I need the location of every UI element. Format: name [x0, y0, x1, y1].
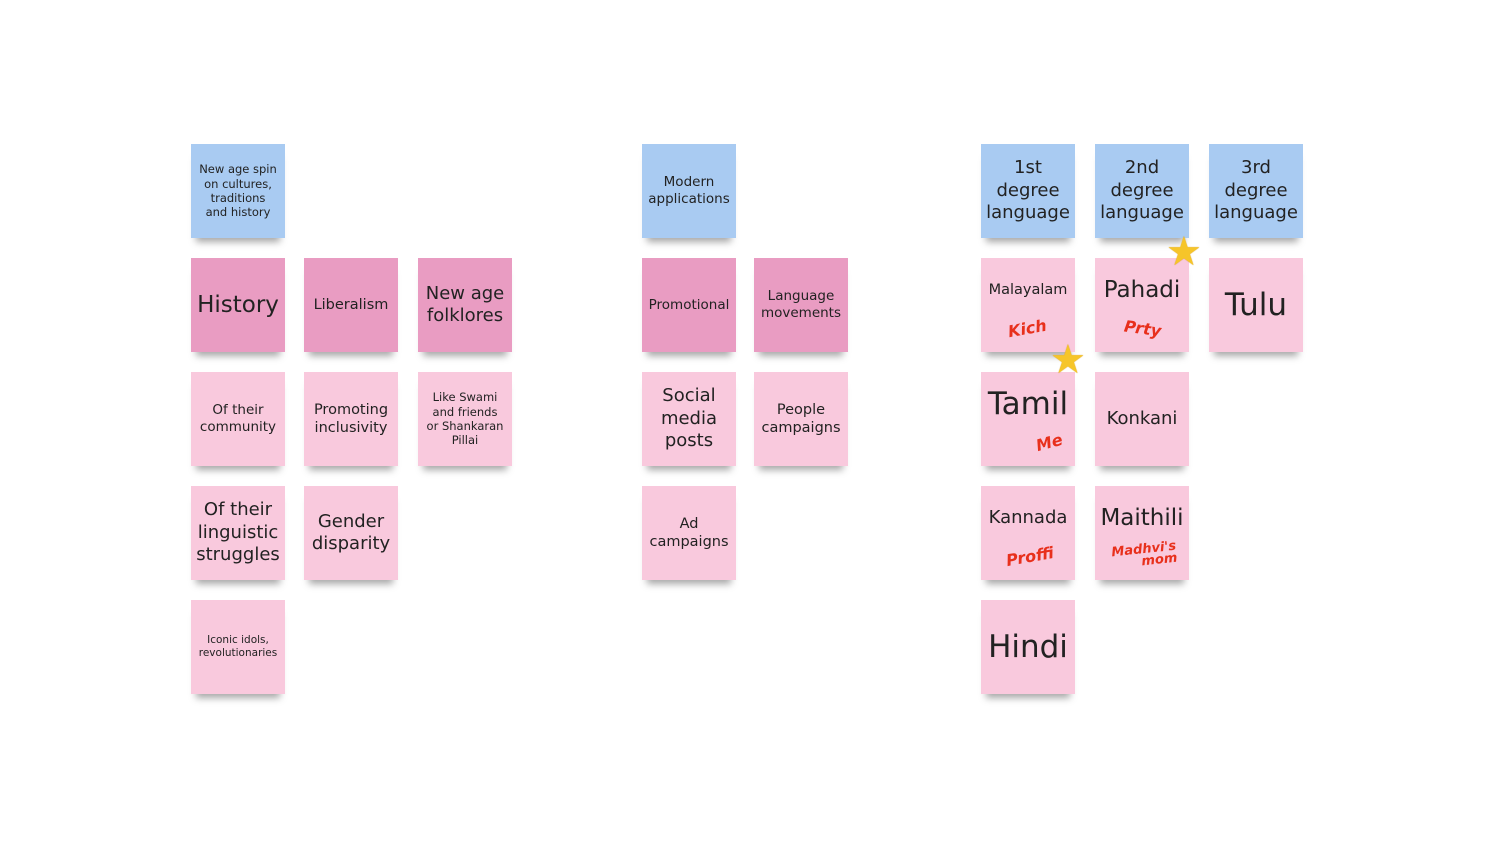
note-text: Liberalism	[313, 296, 389, 313]
note-text: People campaigns	[761, 401, 841, 436]
note-text: Tamil	[987, 385, 1069, 422]
note-text: Konkani	[1106, 407, 1178, 429]
note-text: Kannada	[988, 506, 1068, 528]
note-text: Maithili	[1100, 504, 1184, 531]
sticky-note-header[interactable]: Modern applications	[642, 144, 736, 238]
sticky-note[interactable]: Konkani	[1095, 372, 1189, 466]
note-text: History	[197, 291, 279, 318]
sticky-note-header[interactable]: 1st degree language	[981, 144, 1075, 238]
sticky-note[interactable]: Iconic idols, revolutionaries	[191, 600, 285, 694]
sticky-note[interactable]: Malayalam	[981, 258, 1075, 352]
sticky-note[interactable]: Hindi	[981, 600, 1075, 694]
note-text: 1st degree language	[986, 157, 1070, 224]
note-text: Of their linguistic struggles	[196, 499, 280, 566]
sticky-note[interactable]: Promotional	[642, 258, 736, 352]
note-text: Modern applications	[648, 174, 730, 207]
note-text: Malayalam	[988, 281, 1068, 298]
sticky-note[interactable]: Of their linguistic struggles	[191, 486, 285, 580]
sticky-note[interactable]: History	[191, 258, 285, 352]
note-text: Promotional	[648, 296, 730, 313]
note-text: Tulu	[1224, 286, 1288, 323]
note-text: Of their community	[199, 402, 277, 435]
sticky-note[interactable]: Tulu	[1209, 258, 1303, 352]
note-text: New age folklores	[425, 282, 505, 327]
sticky-note[interactable]: Tamil	[981, 372, 1075, 466]
sticky-note[interactable]: Pahadi	[1095, 258, 1189, 352]
sticky-note[interactable]: Social media posts	[642, 372, 736, 466]
sticky-note-header[interactable]: 2nd degree language	[1095, 144, 1189, 238]
note-text: 3rd degree language	[1214, 157, 1298, 224]
sticky-note[interactable]: Maithili	[1095, 486, 1189, 580]
sticky-note-header[interactable]: New age spin on cultures, traditions and…	[191, 144, 285, 238]
star-icon: ★	[1050, 337, 1086, 383]
note-text: Gender disparity	[311, 510, 391, 555]
sticky-note[interactable]: Promoting inclusivity	[304, 372, 398, 466]
note-text: Like Swami and friends or Shankaran Pill…	[426, 390, 504, 448]
sticky-note[interactable]: Like Swami and friends or Shankaran Pill…	[418, 372, 512, 466]
note-text: Social media posts	[660, 385, 718, 452]
note-text: 2nd degree language	[1100, 157, 1184, 224]
sticky-note[interactable]: People campaigns	[754, 372, 848, 466]
note-text: Promoting inclusivity	[313, 401, 389, 436]
note-text: Hindi	[988, 628, 1068, 665]
note-text: New age spin on cultures, traditions and…	[199, 162, 277, 220]
note-text: Iconic idols, revolutionaries	[198, 633, 278, 659]
sticky-note[interactable]: Liberalism	[304, 258, 398, 352]
sticky-note-header[interactable]: 3rd degree language	[1209, 144, 1303, 238]
sticky-note[interactable]: New age folklores	[418, 258, 512, 352]
note-text: Language movements	[760, 288, 842, 321]
star-icon: ★	[1166, 229, 1202, 275]
handwritten-signature: Prty	[1122, 316, 1163, 341]
sticky-note[interactable]: Kannada	[981, 486, 1075, 580]
note-text: Pahadi	[1103, 276, 1181, 303]
sticky-note[interactable]: Gender disparity	[304, 486, 398, 580]
note-text: Ad campaigns	[649, 515, 729, 550]
sticky-note[interactable]: Language movements	[754, 258, 848, 352]
sticky-note[interactable]: Of their community	[191, 372, 285, 466]
handwritten-signature: Madhvi's mom	[1110, 538, 1179, 569]
sticky-note[interactable]: Ad campaigns	[642, 486, 736, 580]
